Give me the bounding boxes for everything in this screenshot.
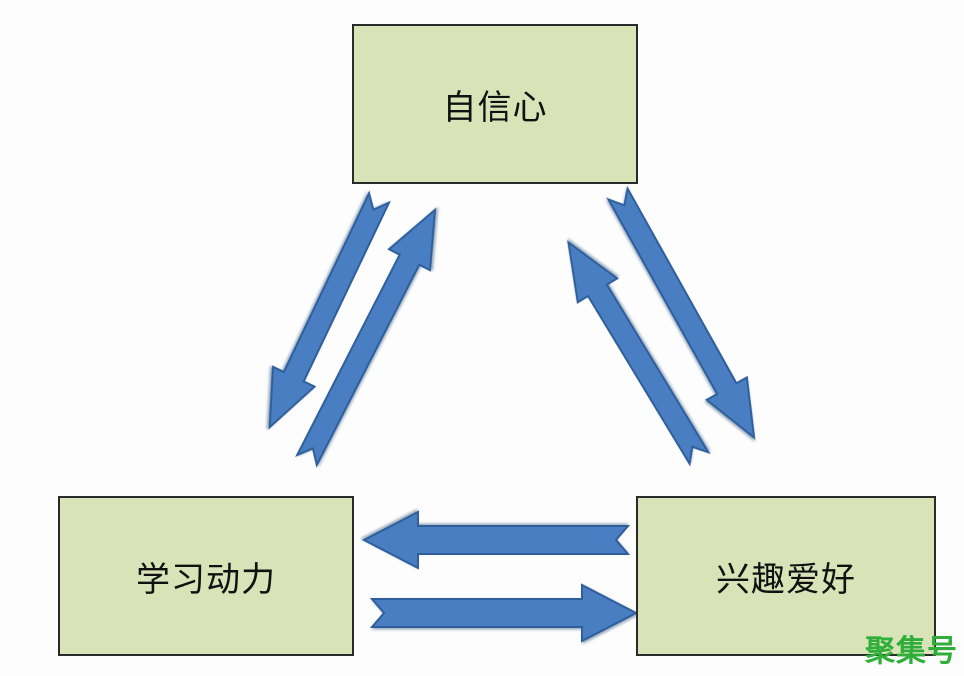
node-confidence-label: 自信心 (442, 87, 548, 128)
arrow-top-to-left (268, 190, 392, 430)
node-confidence: 自信心 (352, 24, 638, 184)
node-learning-motivation-label: 学习动力 (136, 559, 276, 600)
watermark-logo: 聚集号 (865, 634, 958, 669)
arrow-top-to-right (606, 185, 756, 440)
arrow-right-to-top (567, 240, 711, 467)
node-interests-hobbies-label: 兴趣爱好 (716, 559, 856, 600)
node-interests-hobbies: 兴趣爱好 (636, 496, 936, 656)
arrow-left-to-top (295, 207, 437, 468)
arrow-left-to-right (369, 583, 639, 643)
node-learning-motivation: 学习动力 (58, 496, 354, 656)
arrow-right-to-left (361, 510, 631, 570)
